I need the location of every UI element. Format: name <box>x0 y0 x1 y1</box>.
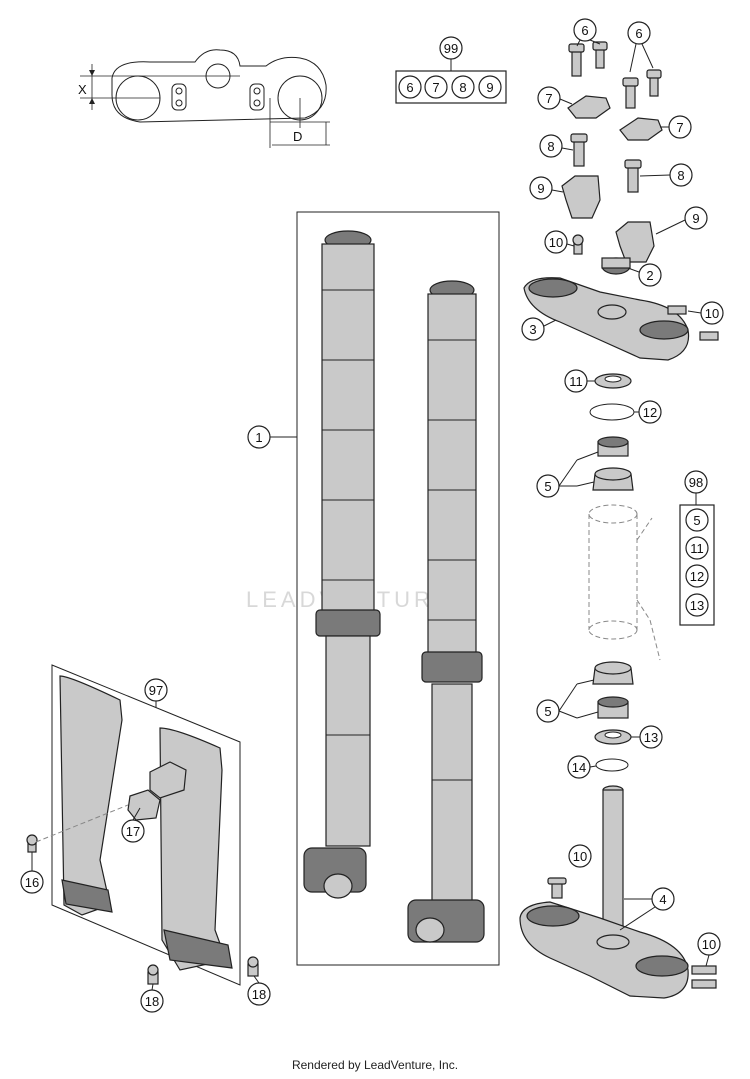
callout-98[interactable]: 98 <box>689 475 703 490</box>
lower-bearing-stack <box>536 661 663 779</box>
callout-9a[interactable]: 9 <box>537 181 544 196</box>
upper-clamp-callouts <box>521 301 724 341</box>
kit-99-item-6[interactable]: 6 <box>406 80 413 95</box>
callout-97[interactable]: 97 <box>149 683 163 698</box>
callout-18a[interactable]: 18 <box>145 994 159 1009</box>
callout-17[interactable]: 17 <box>126 824 140 839</box>
kit-98-group <box>679 470 715 626</box>
kit-99-item-7[interactable]: 7 <box>432 80 439 95</box>
callout-3[interactable]: 3 <box>529 322 536 337</box>
callout-16[interactable]: 16 <box>25 875 39 890</box>
handlebar-clamp-parts <box>561 41 663 275</box>
kit-99-item-8[interactable]: 8 <box>459 80 466 95</box>
kit-98-item-13[interactable]: 13 <box>690 598 704 613</box>
callout-10c[interactable]: 10 <box>573 849 587 864</box>
callout-7a[interactable]: 7 <box>545 91 552 106</box>
footer-credit: Rendered by LeadVenture, Inc. <box>291 1058 459 1072</box>
callout-10a[interactable]: 10 <box>549 235 563 250</box>
callout-6b[interactable]: 6 <box>635 26 642 41</box>
right-callouts-top <box>529 18 708 287</box>
callout-10d[interactable]: 10 <box>702 937 716 952</box>
callout-2[interactable]: 2 <box>646 268 653 283</box>
callout-11[interactable]: 11 <box>569 374 583 389</box>
callout-9b[interactable]: 9 <box>692 211 699 226</box>
fork-legs-frame <box>247 211 500 966</box>
kit-99-group <box>395 36 507 104</box>
callout-12[interactable]: 12 <box>643 405 657 420</box>
dimension-d-label: D <box>293 129 302 144</box>
upper-triple-clamp <box>523 277 719 361</box>
callout-13[interactable]: 13 <box>644 730 658 745</box>
callout-7b[interactable]: 7 <box>676 120 683 135</box>
fork-leg-left <box>303 230 381 899</box>
dimension-x-label: X <box>78 82 87 97</box>
callout-5b[interactable]: 5 <box>544 704 551 719</box>
upper-bearing-stack <box>536 369 662 498</box>
callout-6a[interactable]: 6 <box>581 23 588 38</box>
triple-clamp-dimension-view <box>80 49 330 148</box>
kit-98-item-5[interactable]: 5 <box>693 513 700 528</box>
fork-guards-group <box>20 664 271 1013</box>
kit-99-item-9[interactable]: 9 <box>486 80 493 95</box>
callout-4[interactable]: 4 <box>659 892 666 907</box>
callout-5a[interactable]: 5 <box>544 479 551 494</box>
kit-98-item-11[interactable]: 11 <box>690 541 704 556</box>
callout-18b[interactable]: 18 <box>252 987 266 1002</box>
fork-leg-right <box>407 280 485 943</box>
steering-head-outline <box>588 504 661 661</box>
callout-10b[interactable]: 10 <box>705 306 719 321</box>
callout-1[interactable]: 1 <box>255 430 262 445</box>
callout-14[interactable]: 14 <box>572 760 586 775</box>
callout-99[interactable]: 99 <box>444 41 458 56</box>
kit-98-item-12[interactable]: 12 <box>690 569 704 584</box>
callout-8a[interactable]: 8 <box>547 139 554 154</box>
callout-8b[interactable]: 8 <box>677 168 684 183</box>
lower-triple-clamp <box>519 785 721 999</box>
